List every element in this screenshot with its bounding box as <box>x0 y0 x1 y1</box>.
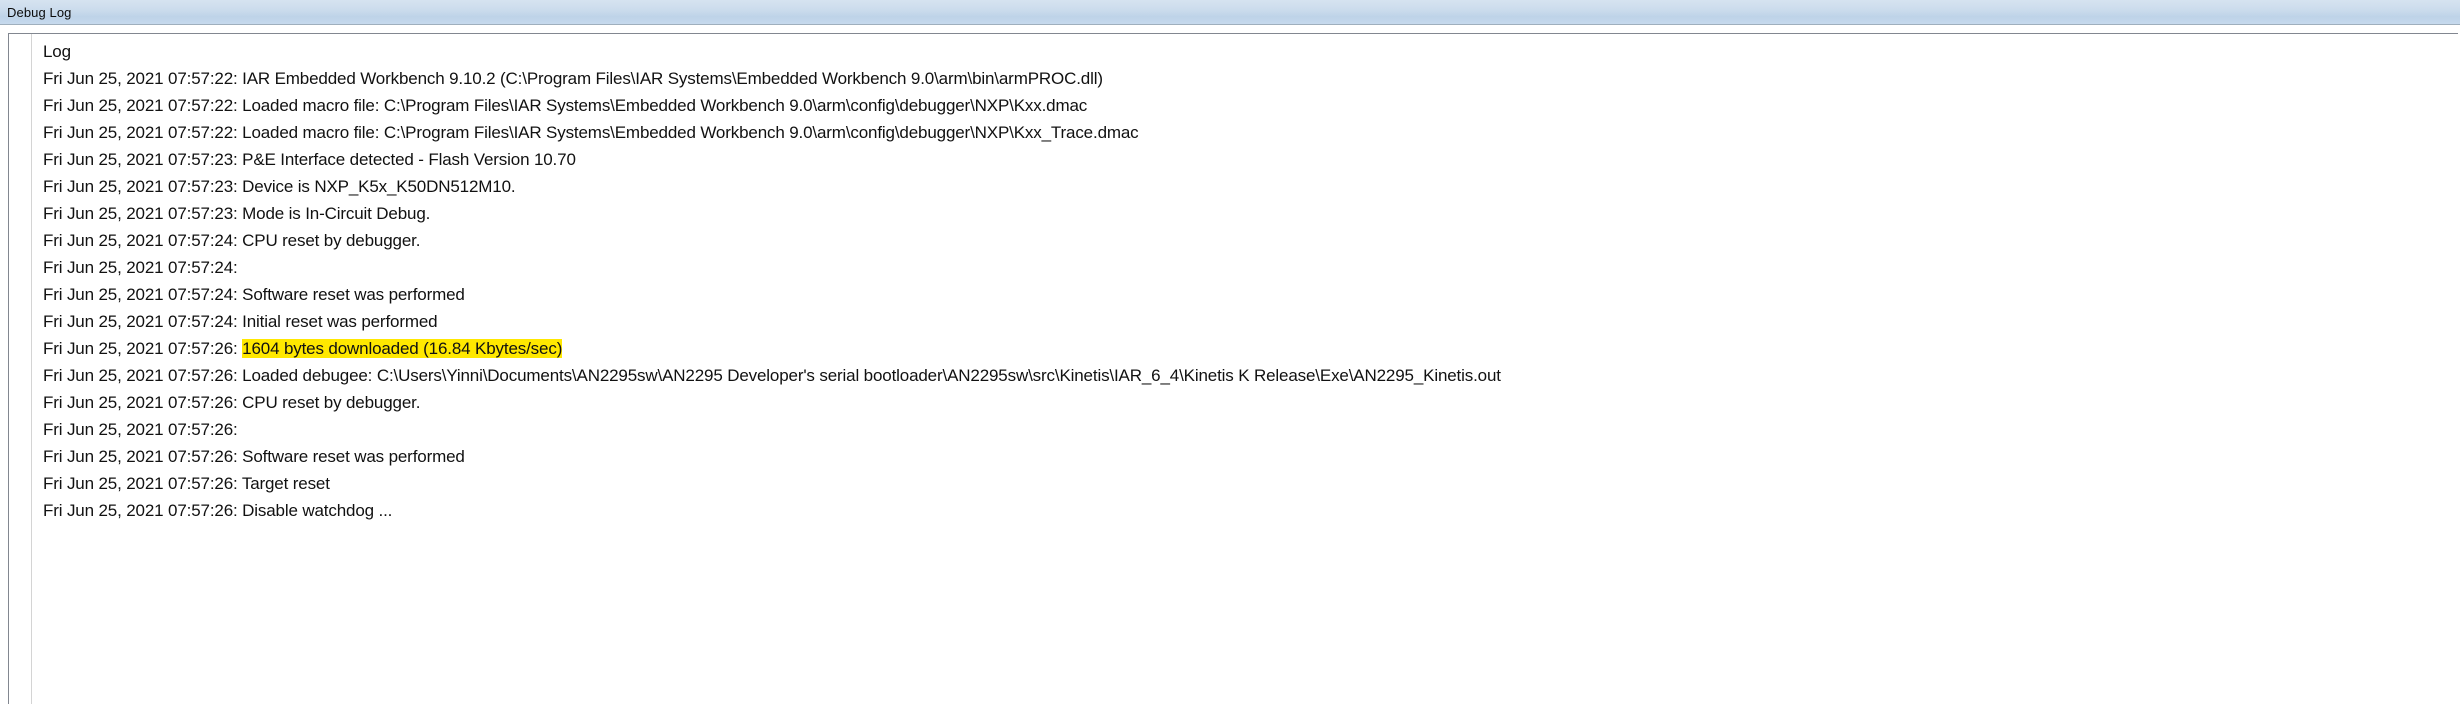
window-title: Debug Log <box>7 4 72 20</box>
log-text-area[interactable]: Log Fri Jun 25, 2021 07:57:22: IAR Embed… <box>32 34 2458 704</box>
log-line[interactable]: Fri Jun 25, 2021 07:57:23: Device is NXP… <box>43 177 516 196</box>
log-line[interactable]: Fri Jun 25, 2021 07:57:23: Mode is In-Ci… <box>43 204 431 223</box>
panel-bottom-edge <box>0 704 2460 706</box>
log-line[interactable]: Fri Jun 25, 2021 07:57:24: <box>43 258 238 277</box>
log-line[interactable]: Fri Jun 25, 2021 07:57:26: Target reset <box>43 474 330 493</box>
log-gutter-column <box>9 34 32 704</box>
log-line[interactable]: Fri Jun 25, 2021 07:57:22: Loaded macro … <box>43 96 1088 115</box>
log-line[interactable]: Fri Jun 25, 2021 07:57:22: Loaded macro … <box>43 123 1139 142</box>
log-line[interactable]: Fri Jun 25, 2021 07:57:24: Software rese… <box>43 285 465 304</box>
log-line[interactable]: Fri Jun 25, 2021 07:57:26: Software rese… <box>43 447 465 466</box>
log-column-header: Log <box>43 42 71 61</box>
log-line-list: Fri Jun 25, 2021 07:57:22: IAR Embedded … <box>32 65 2458 524</box>
log-line-highlight: 1604 bytes downloaded (16.84 Kbytes/sec) <box>242 339 563 358</box>
log-line[interactable]: Fri Jun 25, 2021 07:57:26: <box>43 420 238 439</box>
log-panel[interactable]: Log Fri Jun 25, 2021 07:57:22: IAR Embed… <box>8 33 2458 704</box>
log-line[interactable]: Fri Jun 25, 2021 07:57:24: CPU reset by … <box>43 231 421 250</box>
log-line[interactable]: Fri Jun 25, 2021 07:57:22: IAR Embedded … <box>43 69 1103 88</box>
titlebar-gap <box>0 25 2460 33</box>
window-titlebar: Debug Log <box>0 0 2460 25</box>
log-line-prefix: Fri Jun 25, 2021 07:57:26: <box>43 339 243 358</box>
log-line[interactable]: Fri Jun 25, 2021 07:57:26: CPU reset by … <box>43 393 421 412</box>
log-line[interactable]: Fri Jun 25, 2021 07:57:23: P&E Interface… <box>43 150 576 169</box>
log-line[interactable]: Fri Jun 25, 2021 07:57:24: Initial reset… <box>43 312 438 331</box>
log-line[interactable]: Fri Jun 25, 2021 07:57:26: Loaded debuge… <box>43 366 1501 385</box>
log-line[interactable]: Fri Jun 25, 2021 07:57:26: Disable watch… <box>43 501 393 520</box>
log-line[interactable]: Fri Jun 25, 2021 07:57:26: 1604 bytes do… <box>32 335 2458 362</box>
